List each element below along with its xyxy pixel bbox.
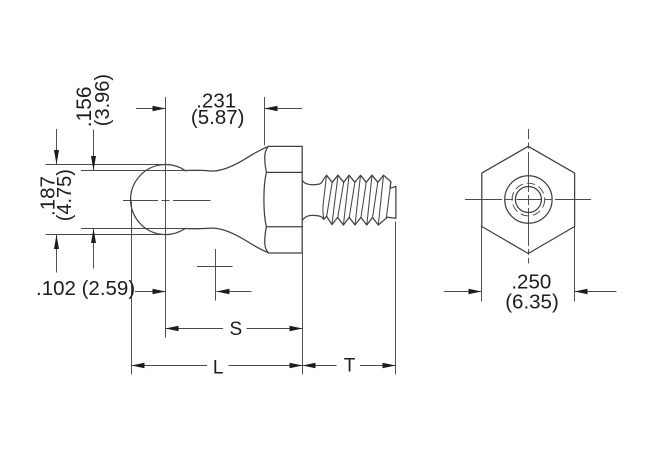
- svg-text:.187: .187: [37, 176, 60, 216]
- svg-text:.250: .250: [511, 271, 551, 294]
- svg-text:.102 (2.59): .102 (2.59): [36, 277, 135, 300]
- svg-text:(3.96): (3.96): [92, 74, 114, 126]
- svg-text:(5.87): (5.87): [191, 106, 245, 129]
- svg-text:(4.75): (4.75): [54, 169, 76, 221]
- svg-text:L: L: [213, 357, 224, 378]
- svg-text:(6.35): (6.35): [505, 291, 559, 314]
- svg-text:.156: .156: [73, 86, 96, 127]
- svg-text:.231: .231: [196, 90, 236, 113]
- svg-text:S: S: [230, 319, 243, 340]
- svg-text:T: T: [344, 356, 356, 377]
